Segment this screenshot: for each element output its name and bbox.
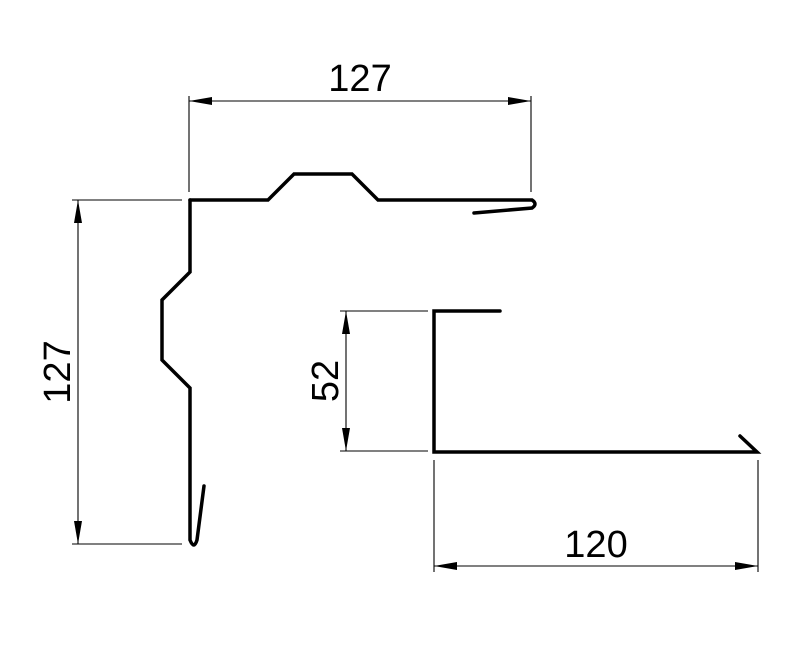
flat-height-dimension: 52 bbox=[305, 310, 428, 452]
arrowhead-left bbox=[189, 97, 212, 105]
flat-width-dimension: 120 bbox=[433, 460, 759, 572]
arrowhead-right bbox=[735, 562, 758, 570]
corner-profile-top-flange bbox=[188, 172, 537, 215]
arrowhead-top bbox=[74, 200, 82, 223]
arrowhead-bottom bbox=[74, 521, 82, 544]
arrowhead-top bbox=[342, 311, 350, 334]
arrowhead-left bbox=[434, 562, 457, 570]
flat-profile bbox=[432, 309, 762, 454]
arrowhead-right bbox=[508, 97, 531, 105]
corner-height-dimension: 127 bbox=[37, 199, 182, 545]
arrowhead-bottom bbox=[342, 428, 350, 451]
corner-profile bbox=[160, 172, 537, 547]
dimension-label-height-127: 127 bbox=[37, 340, 79, 403]
corner-width-dimension: 127 bbox=[188, 58, 532, 192]
flat-profile-shape bbox=[432, 309, 762, 454]
dimension-label-width-127: 127 bbox=[328, 58, 391, 100]
corner-profile-vertical-leg bbox=[160, 198, 206, 547]
dimension-label-height-52: 52 bbox=[305, 360, 347, 402]
dimension-label-width-120: 120 bbox=[564, 524, 627, 566]
